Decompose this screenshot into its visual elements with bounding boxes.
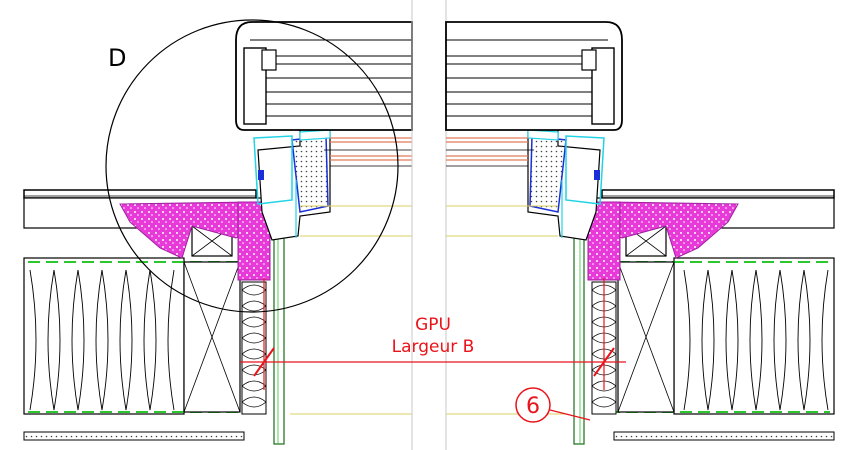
insulation-pattern-right [683,269,829,411]
annotations: D GPU Largeur B 6 [105,19,626,423]
yellow-guides-left [290,205,412,415]
shutter-slats-right [446,39,608,117]
left-section [23,21,413,445]
dimension-label-line2: Largeur B [392,337,475,357]
roof-board-left [23,189,257,199]
dimension-label-line1: GPU [415,315,451,335]
trim-right [573,235,585,445]
callout-circle [515,387,551,423]
roof-board-right [601,189,835,199]
dimension-tick-right [593,347,615,377]
glazing-right [446,137,528,161]
shutter-box-right [445,21,623,131]
right-section [445,21,835,445]
detail-label: D [108,44,126,72]
shutter-slats-left [250,39,412,117]
yellow-guides-right [446,205,568,415]
callout-number: 6 [526,394,540,419]
seal-column-left [241,281,267,415]
trim-left [273,235,285,445]
glazing-left [330,137,412,161]
dimension-tick-left [253,347,275,377]
detail-circle [105,19,399,313]
callout-leader [549,409,591,421]
insulation-pattern-left [29,269,175,411]
ceiling-lining-left [23,431,245,441]
ceiling-lining-right [613,431,835,441]
